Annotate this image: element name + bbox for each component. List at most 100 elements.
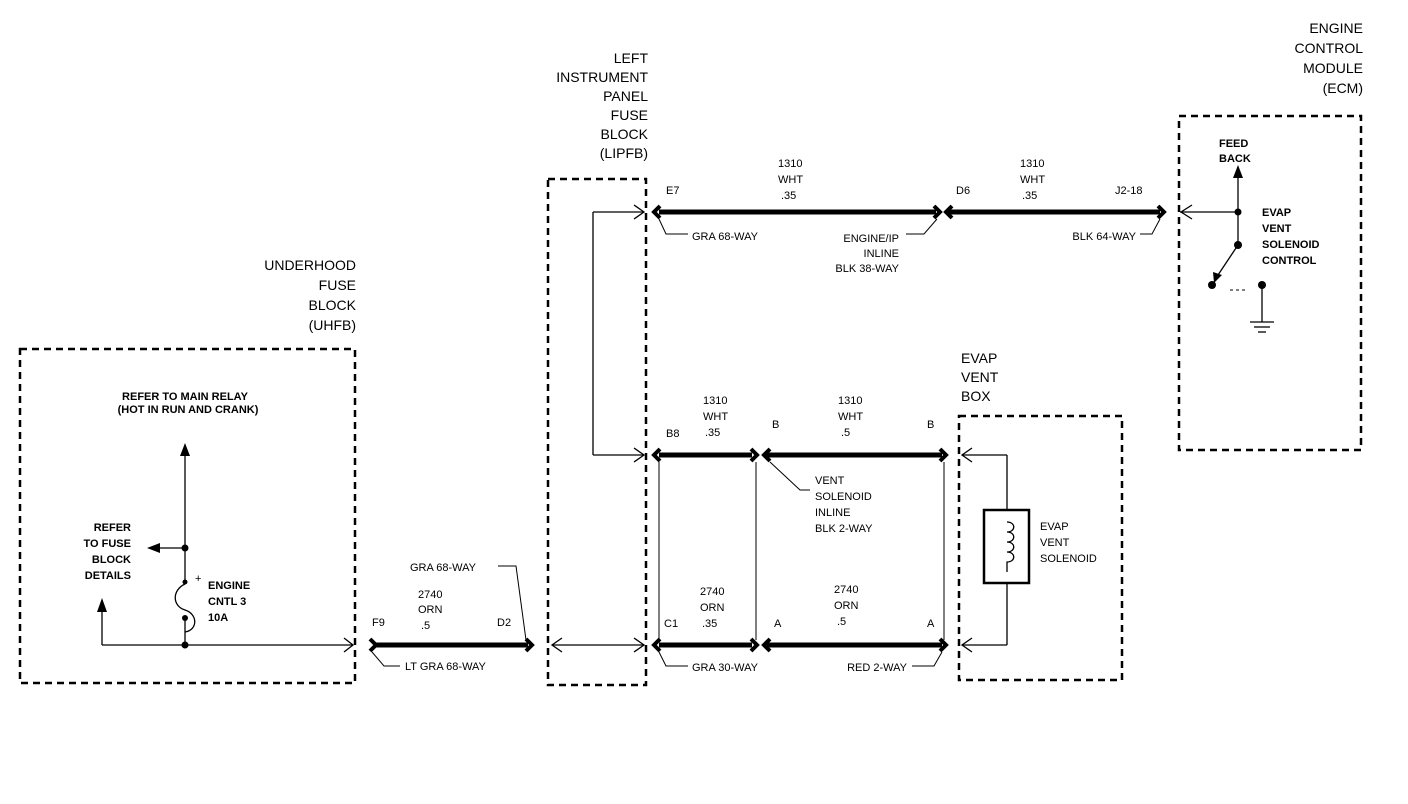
ecm-internal-ctrl-1-label: EVAP bbox=[1262, 207, 1291, 219]
modules-evap-box-line1-label: EVAP bbox=[961, 350, 997, 366]
connectors-vent-inline-1-label: VENT bbox=[815, 475, 845, 487]
modules-ecm-line1-label: ENGINE bbox=[1309, 20, 1363, 36]
wires-w-top-right-gauge-label: .35 bbox=[1022, 190, 1037, 202]
modules-ecm-line3-label: MODULE bbox=[1303, 60, 1363, 76]
uhfb-internal-fuse-name-1-label: ENGINE bbox=[208, 580, 250, 592]
modules-lipfb-line3-label: PANEL bbox=[603, 88, 648, 104]
connectors-lt-gra68-label: LT GRA 68-WAY bbox=[405, 661, 487, 673]
evap-vent-box bbox=[957, 414, 1124, 682]
wires-w-top-left-gauge-label: .35 bbox=[781, 190, 796, 202]
pins-e7-label: E7 bbox=[666, 185, 679, 197]
uhfb-internal-relay-ref-2-label: (HOT IN RUN AND CRANK) bbox=[118, 404, 259, 416]
modules-lipfb-line2-label: INSTRUMENT bbox=[556, 69, 648, 85]
wires-w-mid-right-gauge-label: .5 bbox=[841, 427, 850, 439]
wires-w-bot-right-circuit-label: 2740 bbox=[834, 584, 858, 596]
modules-lipfb-line4-label: FUSE bbox=[611, 107, 648, 123]
connectors-blk64-label: BLK 64-WAY bbox=[1072, 231, 1136, 243]
pins-b-left-label: B bbox=[772, 419, 779, 431]
uhfb-internal-fuse-ref-2-label: TO FUSE bbox=[84, 538, 131, 550]
connectors-red2-label: RED 2-WAY bbox=[847, 662, 908, 674]
modules-uhfb-line4-label: (UHFB) bbox=[309, 317, 356, 333]
connectors-vent-inline-2-label: SOLENOID bbox=[815, 491, 872, 503]
wires-w-bot-left-circuit-label: 2740 bbox=[700, 586, 724, 598]
modules-uhfb-line3-label: BLOCK bbox=[309, 297, 357, 313]
ecm-box bbox=[1177, 114, 1363, 452]
pins-a-left-label: A bbox=[774, 618, 782, 630]
modules-lipfb-line5-label: BLOCK bbox=[601, 126, 649, 142]
modules-evap-box-line2-label: VENT bbox=[961, 369, 999, 385]
modules-uhfb-line1-label: UNDERHOOD bbox=[264, 257, 356, 273]
uhfb-internals: REFER TO MAIN RELAY (HOT IN RUN AND CRAN… bbox=[84, 391, 353, 649]
ecm-title: ENGINE CONTROL MODULE (ECM) bbox=[1295, 20, 1364, 96]
wires-w-uhfb-color-label: ORN bbox=[418, 604, 443, 616]
solenoid-line3-label: SOLENOID bbox=[1040, 553, 1097, 565]
svg-text:+: + bbox=[195, 573, 201, 585]
connectors-gra30-label: GRA 30-WAY bbox=[692, 662, 759, 674]
uhfb-internal-relay-ref-1-label: REFER TO MAIN RELAY bbox=[122, 391, 249, 403]
connectors-gra68-e7-label: GRA 68-WAY bbox=[692, 231, 759, 243]
wire-middle: B8 1310 WHT .35 B 1310 WHT .5 B VENT SOL… bbox=[651, 395, 949, 535]
modules-uhfb-line2-label: FUSE bbox=[319, 277, 356, 293]
lipfb-internals bbox=[550, 204, 646, 653]
modules-ecm-line2-label: CONTROL bbox=[1295, 40, 1364, 56]
wires-w-bot-right-color-label: ORN bbox=[834, 600, 859, 612]
fuse-icon bbox=[174, 583, 196, 633]
uhfb-internal-fuse-ref-4-label: DETAILS bbox=[85, 570, 131, 582]
uhfb-box bbox=[18, 347, 357, 685]
connectors-vent-inline-3-label: INLINE bbox=[815, 507, 850, 519]
ecm-internal-feed-1-label: FEED bbox=[1219, 138, 1248, 150]
wires-w-top-right-circuit-label: 1310 bbox=[1020, 158, 1044, 170]
pins-a-right-label: A bbox=[927, 618, 935, 630]
up-arrow-icon bbox=[97, 598, 107, 612]
wires-w-mid-right-color-label: WHT bbox=[838, 411, 863, 423]
up-arrow-icon bbox=[1233, 165, 1243, 178]
wires-w-mid-left-gauge-label: .35 bbox=[705, 427, 720, 439]
modules-lipfb-line6-label: (LIPFB) bbox=[600, 145, 648, 161]
pins-b8-label: B8 bbox=[666, 428, 679, 440]
lipfb-title: LEFT INSTRUMENT PANEL FUSE BLOCK (LIPFB) bbox=[556, 50, 648, 161]
lipfb-box bbox=[546, 177, 648, 687]
wire-top: E7 1310 WHT .35 D6 1310 WHT .35 J2-18 GR… bbox=[651, 158, 1167, 275]
wires-w-bot-left-gauge-label: .35 bbox=[702, 618, 717, 630]
up-arrow-icon bbox=[180, 443, 190, 456]
wire-uhfb-lipfb: GRA 68-WAY 2740 ORN .5 F9 D2 LT GRA 68-W… bbox=[368, 562, 535, 673]
uhfb-internal-fuse-ref-1-label: REFER bbox=[94, 522, 131, 534]
pins-f9-label: F9 bbox=[372, 617, 385, 629]
connector-arrow bbox=[343, 637, 355, 653]
uhfb-title: UNDERHOOD FUSE BLOCK (UHFB) bbox=[264, 257, 356, 333]
evap-solenoid: EVAP VENT SOLENOID bbox=[960, 447, 1097, 653]
wires-w-bot-right-gauge-label: .5 bbox=[837, 616, 846, 628]
connectors-inline38-1-label: ENGINE/IP bbox=[843, 233, 899, 245]
ecm-internal-ctrl-3-label: SOLENOID bbox=[1262, 239, 1320, 251]
wires-w-uhfb-gauge-label: .5 bbox=[421, 620, 430, 632]
evap-vent-box-title: EVAP VENT BOX bbox=[961, 350, 999, 404]
ecm-internals: FEED BACK EVAP VENT SOLENOID CONTROL bbox=[1179, 138, 1320, 333]
wires-w-bot-left-color-label: ORN bbox=[700, 602, 725, 614]
uhfb-internal-fuse-name-2-label: CNTL 3 bbox=[208, 596, 246, 608]
modules-evap-box-line3-label: BOX bbox=[961, 388, 991, 404]
splice-dot bbox=[181, 544, 189, 552]
solenoid-line2-label: VENT bbox=[1040, 537, 1070, 549]
connectors-gra68-top-label: GRA 68-WAY bbox=[410, 562, 477, 574]
pins-d6-label: D6 bbox=[956, 185, 970, 197]
ecm-internal-ctrl-4-label: CONTROL bbox=[1262, 255, 1317, 267]
left-arrow-icon bbox=[147, 543, 160, 553]
pins-c1-label: C1 bbox=[664, 618, 678, 630]
wires-w-uhfb-circuit-label: 2740 bbox=[418, 589, 442, 601]
uhfb-internal-fuse-rating-label: 10A bbox=[208, 612, 228, 624]
pins-b-right-label: B bbox=[927, 419, 934, 431]
modules-lipfb-line1-label: LEFT bbox=[614, 50, 649, 66]
wires-w-mid-right-circuit-label: 1310 bbox=[838, 395, 862, 407]
connectors-inline38-2-label: INLINE bbox=[864, 248, 899, 260]
wires-w-mid-left-color-label: WHT bbox=[703, 411, 728, 423]
wires-w-top-left-color-label: WHT bbox=[778, 174, 803, 186]
connectors-vent-inline-4-label: BLK 2-WAY bbox=[815, 523, 873, 535]
wires-w-mid-left-circuit-label: 1310 bbox=[703, 395, 727, 407]
modules-ecm-line4-label: (ECM) bbox=[1323, 80, 1363, 96]
wires-w-top-right-color-label: WHT bbox=[1020, 174, 1045, 186]
ecm-internal-ctrl-2-label: VENT bbox=[1262, 223, 1292, 235]
pins-d2-label: D2 bbox=[497, 617, 511, 629]
pins-j2-18-label: J2-18 bbox=[1115, 185, 1143, 197]
wires-w-top-left-circuit-label: 1310 bbox=[778, 158, 802, 170]
